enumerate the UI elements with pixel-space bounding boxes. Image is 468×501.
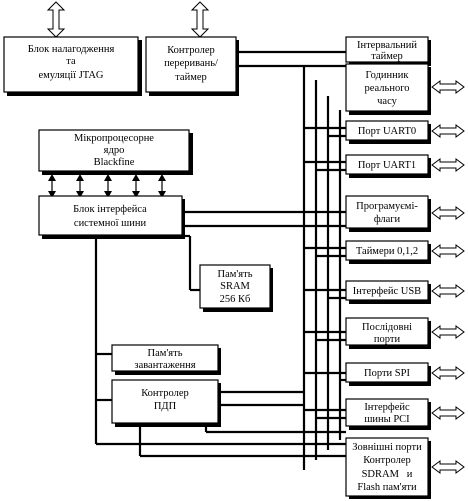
boot-label-2: завантаження [134,360,195,371]
timers-label: Таймери 0,1,2 [356,246,418,257]
flags-label-2: флаги [374,214,401,225]
dma-label-1: Контролер [141,388,189,399]
jtag-label-3: емуляції JTAG [38,70,103,81]
rtc-label-2: реального [365,83,410,94]
usb-io-arrow [431,284,465,298]
sram-label-3: 256 Кб [220,294,251,305]
uart0-label: Порт UART0 [358,126,416,137]
flags-block [345,195,429,229]
bus-iface-label-2: системної шини [74,218,147,229]
core-block [38,129,190,172]
spi-label: Порти SPI [364,368,410,379]
interval-timer-block [345,36,429,63]
timers-block [345,240,429,261]
bus-wires [94,50,346,470]
core-label-3: Blackfine [94,157,135,168]
external-label-4: Flash пам'яти [357,482,417,493]
jtag-label-2: та [66,56,76,67]
rtc-block [345,63,429,112]
boot-memory-block [111,344,219,372]
core-label-1: Мікропроцесорне [74,133,154,144]
dma-label-2: ПДП [154,401,177,412]
rtc-label-3: часу [377,96,397,107]
timers-io-arrow [431,244,465,258]
spi-io-arrow [431,366,465,380]
core-bus-arrows [48,174,166,198]
uart0-io-arrow [431,124,465,138]
interrupt-label-3: таймер [175,72,207,83]
serial-io-arrow [431,325,465,339]
bus-iface-label-1: Блок інтерфейса [73,204,147,215]
sram-block [199,264,271,309]
rtc-label-1: Годинник [365,70,409,81]
usb-label: Інтерфейс USB [353,286,421,297]
serial-ports-block [345,317,429,346]
sram-label-2: SRAM [220,281,250,292]
pci-label-1: Інтерфейс [364,402,410,413]
uart1-block [345,154,429,175]
sram-label-1: Пам'ять [218,269,253,280]
usb-block [345,280,429,301]
flags-io-arrow [431,206,465,220]
interval-timer-label-1: Інтервальний [357,40,417,51]
flags-label-1: Програмуємі- [356,201,418,212]
jtag-io-arrow [46,1,66,38]
uart1-label: Порт UART1 [358,160,416,171]
dma-controller-block [111,379,219,424]
external-ports-block [345,437,429,497]
jtag-label-1: Блок налагодження [28,44,115,55]
bus-interface-block [38,195,183,236]
serial-label-1: Послідовні [362,322,412,333]
core-label-2: ядро [104,145,125,156]
rtc-io-arrow [431,80,465,94]
pci-io-arrow [431,406,465,420]
uart1-io-arrow [431,158,465,172]
pci-block [345,398,429,427]
uart0-block [345,120,429,141]
interrupt-io-arrow [190,1,210,38]
jtag-block [3,36,139,93]
external-io-arrows [431,80,465,474]
interrupt-controller-block [145,36,237,93]
pci-label-2: шины PCI [364,414,410,425]
interval-timer-label-2: таймер [371,51,403,62]
interrupt-label-2: переривань/ [164,58,218,69]
spi-block [345,362,429,383]
external-label-3: SDRAM и [362,469,413,480]
external-label-1: Зовнішні порти [352,442,422,453]
external-io-arrow [431,460,465,474]
serial-label-2: порти [374,334,401,345]
external-label-2: Контролер [363,455,411,466]
boot-label-1: Пам'ять [148,348,183,359]
interrupt-label-1: Контролер [167,45,215,56]
